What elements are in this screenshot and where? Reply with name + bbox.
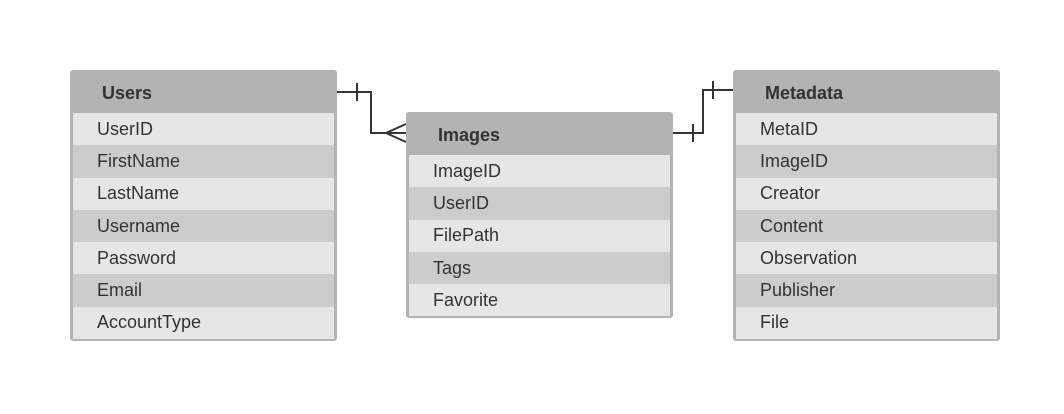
metadata-field-creator[interactable]: Creator xyxy=(736,177,997,210)
images-field-tags[interactable]: Tags xyxy=(409,251,670,285)
users-table-header: Users xyxy=(73,73,334,113)
users-images-relationship xyxy=(337,83,407,143)
metadata-field-content[interactable]: Content xyxy=(736,209,997,243)
images-field-favorite[interactable]: Favorite xyxy=(409,284,670,317)
crowfoot-marker-images-top xyxy=(385,123,407,134)
users-field-userid[interactable]: UserID xyxy=(73,113,334,146)
users-table[interactable]: Users UserID FirstName LastName Username… xyxy=(70,70,337,341)
images-field-list: ImageID UserID FilePath Tags Favorite xyxy=(409,155,670,317)
users-field-password[interactable]: Password xyxy=(73,242,334,275)
images-table-header: Images xyxy=(409,115,670,155)
metadata-field-metaid[interactable]: MetaID xyxy=(736,113,997,146)
users-field-firstname[interactable]: FirstName xyxy=(73,145,334,178)
users-field-email[interactable]: Email xyxy=(73,274,334,307)
metadata-field-list: MetaID ImageID Creator Content Observati… xyxy=(736,113,997,340)
users-field-username[interactable]: Username xyxy=(73,209,334,243)
metadata-field-publisher[interactable]: Publisher xyxy=(736,274,997,307)
users-images-connector xyxy=(337,91,406,134)
crowfoot-marker-images-bottom xyxy=(385,132,407,143)
users-field-accounttype[interactable]: AccountType xyxy=(73,306,334,340)
metadata-table[interactable]: Metadata MetaID ImageID Creator Content … xyxy=(733,70,1000,341)
images-metadata-connector xyxy=(673,89,733,134)
images-field-filepath[interactable]: FilePath xyxy=(409,219,670,252)
images-table[interactable]: Images ImageID UserID FilePath Tags Favo… xyxy=(406,112,673,318)
metadata-field-imageid[interactable]: ImageID xyxy=(736,145,997,178)
images-field-imageid[interactable]: ImageID xyxy=(409,155,670,188)
images-metadata-relationship xyxy=(673,81,733,142)
metadata-table-header: Metadata xyxy=(736,73,997,113)
metadata-field-file[interactable]: File xyxy=(736,306,997,340)
users-field-lastname[interactable]: LastName xyxy=(73,177,334,210)
metadata-field-observation[interactable]: Observation xyxy=(736,242,997,275)
users-field-list: UserID FirstName LastName Username Passw… xyxy=(73,113,334,340)
images-field-userid[interactable]: UserID xyxy=(409,187,670,220)
